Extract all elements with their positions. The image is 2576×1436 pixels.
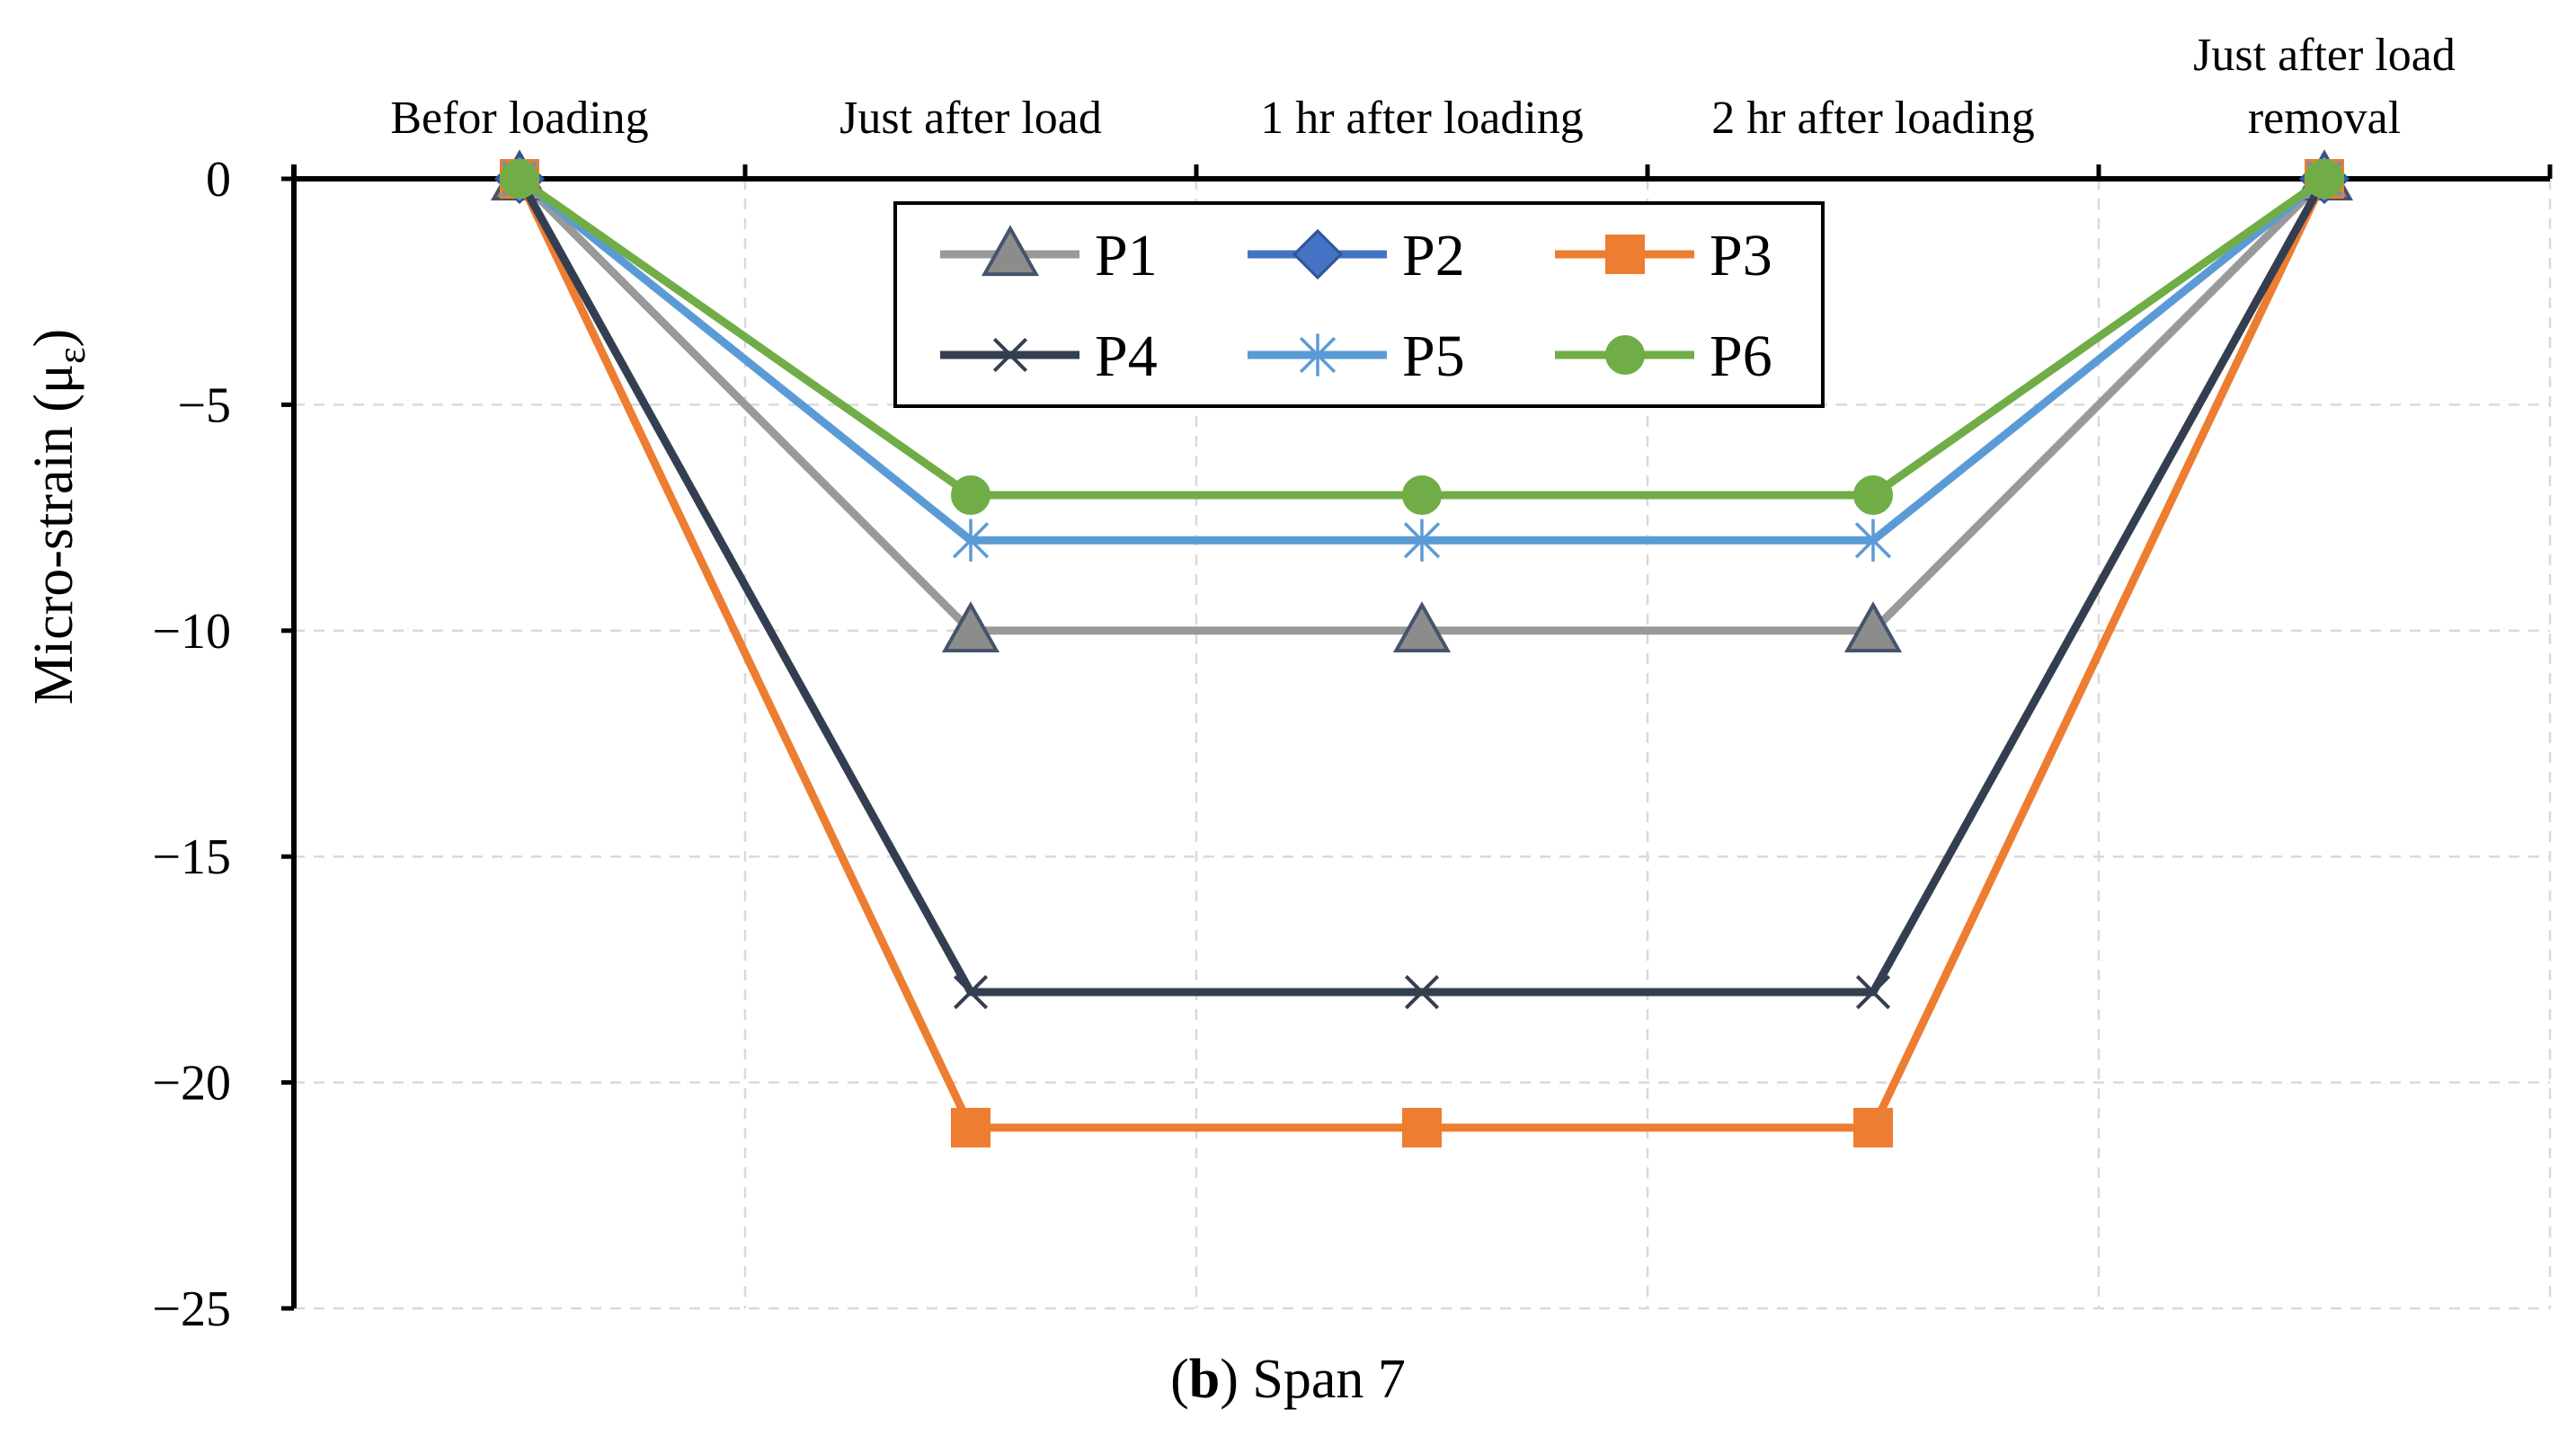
data-point: [992, 337, 1028, 373]
y-tick-label: −10: [152, 604, 231, 660]
legend-label: P2: [1402, 223, 1465, 288]
caption-text: ) Span 7: [1220, 1349, 1406, 1410]
legend-label: P1: [1095, 223, 1158, 288]
data-point: [1853, 1107, 1893, 1148]
data-point: [981, 225, 1040, 277]
data-point: [1402, 1107, 1442, 1148]
y-tick-label: −5: [177, 377, 231, 433]
x-category-label-line: 1 hr after loading: [1260, 93, 1584, 144]
legend-label: P6: [1710, 324, 1772, 389]
x-category-label: Befor loading: [390, 93, 648, 144]
data-point: [1855, 974, 1891, 1010]
legend-item-P4: P4: [940, 324, 1158, 389]
x-category-label-line: 2 hr after loading: [1711, 93, 2035, 144]
series-lines: [490, 149, 2354, 1148]
data-point: [1605, 235, 1645, 274]
data-point: [2305, 159, 2344, 199]
data-point: [1605, 335, 1645, 375]
data-point: [951, 1107, 990, 1148]
marker-stroke: [953, 974, 989, 1010]
axes: 0 −5 −10 −15 −20 −25 Befor loading Just after l…: [152, 30, 2553, 1337]
y-tick-label: −15: [152, 829, 231, 885]
data-point: [1854, 519, 1892, 562]
legend-item-P1: P1: [940, 223, 1158, 288]
x-category-label: 1 hr after loading: [1260, 93, 1584, 144]
y-axis-label: Micro-strain (με): [23, 329, 93, 705]
data-point: [1392, 601, 1452, 652]
y-axis-label-main: Micro-strain (μ: [23, 364, 84, 705]
x-category-label-line: Just after load: [2193, 30, 2456, 81]
legend-item-P3: P3: [1555, 223, 1772, 288]
data-point: [951, 474, 990, 515]
data-point: [941, 601, 1000, 652]
data-point: [1292, 228, 1344, 280]
marker-stroke: [992, 337, 1028, 373]
marker-stroke: [1855, 974, 1891, 1010]
marker-stroke: [1404, 974, 1440, 1010]
figure-caption: (b) Span 7: [1170, 1349, 1406, 1410]
data-point: [1404, 974, 1440, 1010]
legend-label: P4: [1095, 324, 1158, 389]
legend-label: P5: [1402, 324, 1465, 389]
data-point: [1403, 519, 1441, 562]
legend-item-P6: P6: [1555, 324, 1772, 389]
data-point: [1843, 601, 1903, 652]
x-category-label: Just after load: [839, 93, 1102, 144]
x-category-label-line: removal: [2248, 93, 2401, 144]
x-category-label: Just after load removal: [2193, 30, 2456, 144]
data-point: [1299, 333, 1337, 377]
y-axis-label-subscript: ε: [49, 347, 93, 363]
legend-label: P3: [1710, 223, 1772, 288]
data-point: [500, 159, 539, 199]
x-category-label-line: Befor loading: [390, 93, 648, 144]
caption-open: (: [1170, 1349, 1189, 1410]
x-category-label-line: Just after load: [839, 93, 1102, 144]
y-tick-label: −25: [152, 1281, 231, 1337]
series-P6: [500, 159, 2344, 515]
y-tick-label: −20: [152, 1056, 231, 1112]
caption-panel-letter: b: [1189, 1349, 1220, 1410]
y-axis-label-close: ): [23, 329, 84, 348]
data-point: [953, 974, 989, 1010]
data-point: [952, 519, 990, 562]
x-category-label: 2 hr after loading: [1711, 93, 2035, 144]
data-point: [1402, 474, 1442, 515]
legend-item-P2: P2: [1248, 223, 1465, 288]
data-point: [1853, 474, 1893, 515]
legend-box: [893, 201, 1825, 408]
y-tick-label: 0: [206, 152, 231, 208]
legend-item-P5: P5: [1248, 324, 1465, 389]
